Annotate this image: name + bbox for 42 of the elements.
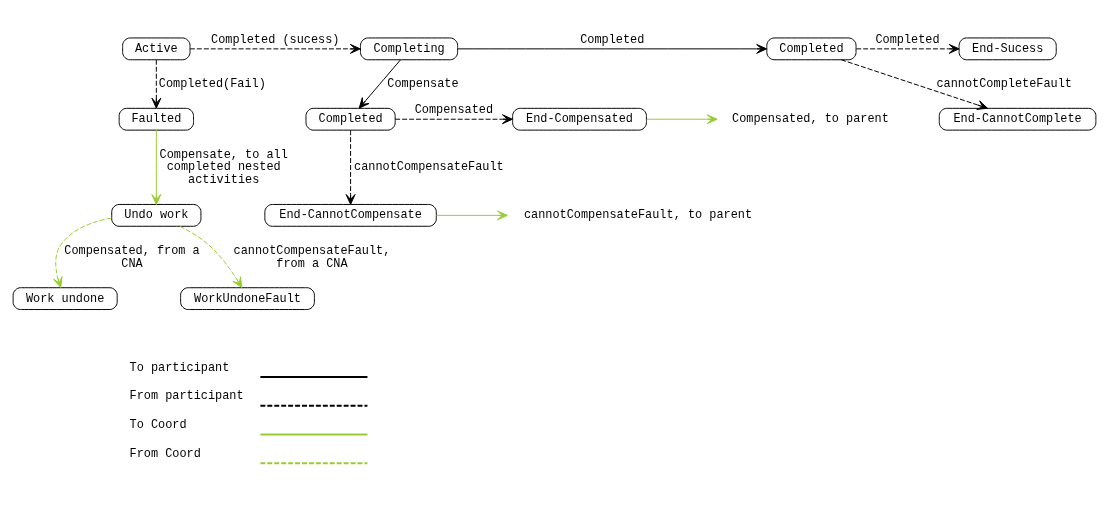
legend-label: From Coord [129,446,201,461]
node-box: Completed [766,37,857,61]
legend-label: To Coord [129,418,187,433]
edge-label: Compensated [414,102,494,117]
node-box: Faulted [118,107,194,131]
node-box: Undo work [111,203,202,227]
edge-label: Completed (sucess) [211,32,340,47]
node-text: Compensated, to parent [732,112,889,127]
node-box: End-Sucess [958,37,1057,61]
node-box: Active [122,37,191,61]
node-text: cannotCompensateFault, to parent [523,208,753,223]
node-box: End-CannotComplete [938,107,1097,131]
arrow [457,43,768,54]
node-box: Completed [305,107,396,131]
arrow [435,210,508,221]
arrow [855,43,960,54]
node-box: End-Compensated [512,107,647,131]
legend-label: To participant [129,360,230,375]
arrow [840,59,989,110]
arrow [394,114,513,125]
edge-label: cannotCompensateFault [354,160,504,175]
arrow [646,114,718,125]
edge-label: Completed [875,32,940,47]
arrow [151,129,162,205]
node-box: Work undone [12,287,118,310]
edge-label: Compensated, from a CNA [64,243,200,271]
edge-label: Compensate [387,77,459,92]
node-box: WorkUndoneFault [180,287,315,310]
edge-label: Completed(Fail) [158,77,266,92]
edge-label: cannotCompleteFault [936,77,1072,92]
arrow [345,129,356,205]
edge-label: Completed [580,32,645,47]
edge-label: Compensate, to all completed nested activities [159,147,288,188]
legend-label: From participant [129,389,244,404]
node-box: End-CannotCompensate [264,203,437,227]
edge-label: cannotCompensateFault, from a CNA [233,243,391,271]
arrow [189,43,361,54]
arrow [358,59,401,109]
arrow [179,225,243,288]
node-box: Completing [360,37,459,61]
arrow [151,59,162,109]
arrow [53,217,112,288]
